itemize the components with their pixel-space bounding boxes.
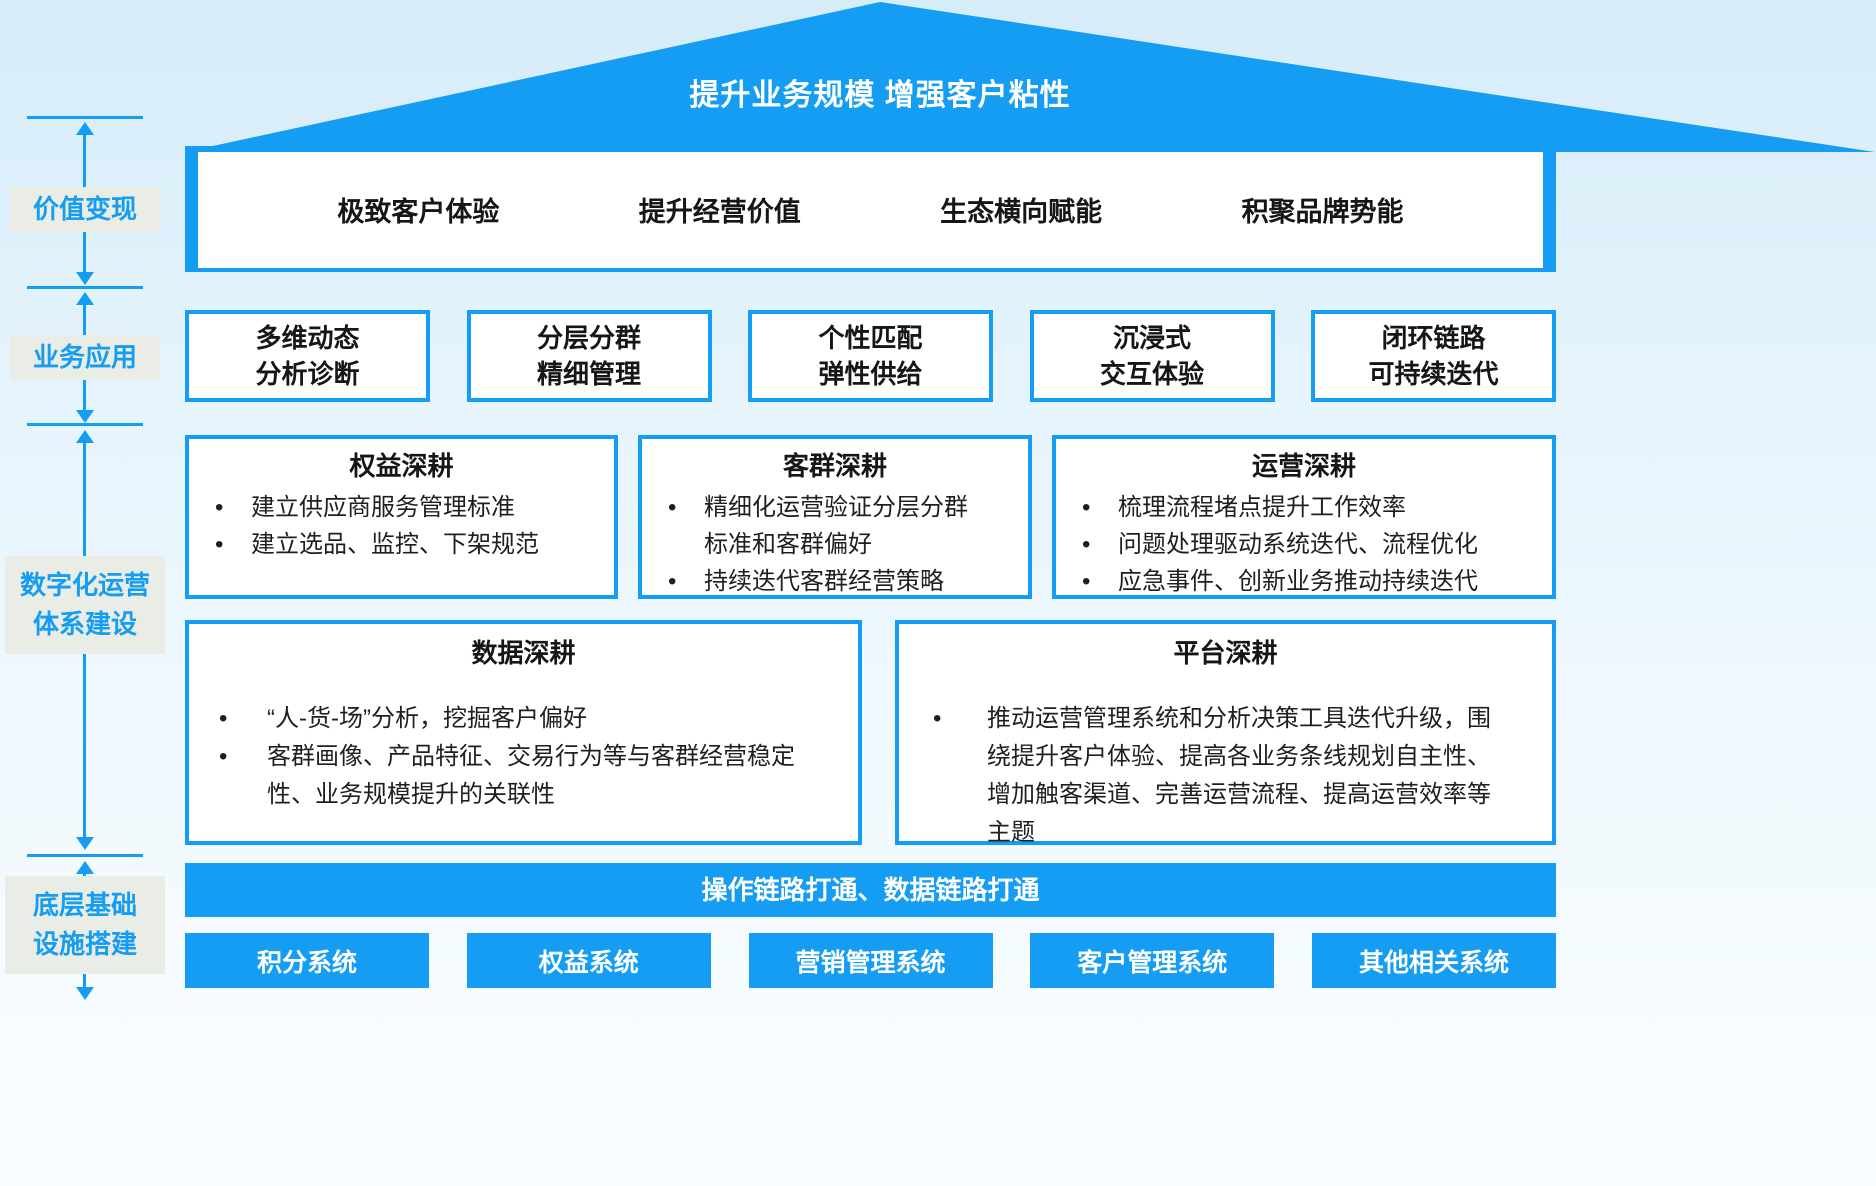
roof-title: 提升业务规模 增强客户粘性 [689, 79, 1071, 112]
app-box: 多维动态 分析诊断 [185, 310, 430, 402]
app-box: 闭环链路 可持续迭代 [1311, 310, 1556, 402]
app-box: 沉浸式 交互体验 [1029, 310, 1275, 402]
arrow-down-icon [75, 837, 94, 850]
system-box-marketing: 营销管理系统 [748, 933, 993, 988]
bullet-item: 推动运营管理系统和分析决策工具迭代升级，围绕提升客户体验、提高各业务条线规划自主… [899, 700, 1552, 852]
arrow-down-icon [75, 410, 94, 423]
cultivation-box-data: 数据深耕 “人-货-场”分析，挖掘客户偏好 客群画像、产品特征、交易行为等与客群… [185, 620, 862, 845]
rail-label-digital-operations: 数字化运营 体系建设 [5, 556, 165, 654]
main-content: 极致客户体验 提升经营价值 生态横向赋能 积聚品牌势能 多维动态 分析诊断 分层… [185, 0, 1556, 1186]
arrow-down-icon [75, 272, 94, 285]
rail-label-value-realization: 价值变现 [10, 187, 160, 232]
bullet-list: “人-货-场”分析，挖掘客户偏好 客群画像、产品特征、交易行为等与客群经营稳定性… [189, 700, 858, 814]
bullet-item: 持续迭代客群经营策略 [642, 563, 1028, 600]
systems-row: 积分系统 权益系统 营销管理系统 客户管理系统 其他相关系统 [185, 933, 1556, 988]
left-rail: 价值变现 业务应用 数字化运营 体系建设 底层基础 设施搭建 [0, 0, 180, 1186]
business-application-row: 多维动态 分析诊断 分层分群 精细管理 个性匹配 弹性供给 沉浸式 交互体验 闭… [185, 310, 1556, 402]
bullet-item: 客群画像、产品特征、交易行为等与客群经营稳定性、业务规模提升的关联性 [189, 738, 858, 814]
bullet-item: 建立供应商服务管理标准 [189, 489, 614, 526]
system-box-rights: 权益系统 [466, 933, 711, 988]
rail-divider [27, 116, 143, 119]
arrow-up-icon [75, 292, 94, 305]
rail-divider [27, 854, 143, 857]
bullet-item: “人-货-场”分析，挖掘客户偏好 [189, 700, 858, 738]
rail-label-foundation: 底层基础 设施搭建 [5, 876, 165, 974]
bullet-list: 梳理流程堵点提升工作效率 问题处理驱动系统迭代、流程优化 应急事件、创新业务推动… [1056, 489, 1552, 600]
app-box: 个性匹配 弹性供给 [748, 310, 993, 402]
cultivation-box-platform: 平台深耕 推动运营管理系统和分析决策工具迭代升级，围绕提升客户体验、提高各业务条… [895, 620, 1556, 846]
value-item: 提升经营价值 [638, 196, 801, 227]
box-title: 平台深耕 [1173, 638, 1278, 668]
value-item: 积聚品牌势能 [1241, 196, 1404, 227]
bullet-item: 梳理流程堵点提升工作效率 [1056, 489, 1552, 526]
system-box-customer: 客户管理系统 [1030, 933, 1275, 988]
value-item: 生态横向赋能 [940, 196, 1103, 227]
foundation-link-bar: 操作链路打通、数据链路打通 [185, 863, 1556, 917]
arrow-up-icon [75, 430, 94, 443]
bullet-list: 推动运营管理系统和分析决策工具迭代升级，围绕提升客户体验、提高各业务条线规划自主… [899, 700, 1552, 852]
bullet-item: 精细化运营验证分层分群标准和客群偏好 [642, 489, 1028, 563]
rail-divider [27, 423, 143, 426]
bullet-list: 精细化运营验证分层分群标准和客群偏好 持续迭代客群经营策略 [642, 489, 1028, 600]
roof-shape [185, 2, 1875, 152]
bullet-item: 应急事件、创新业务推动持续迭代 [1056, 563, 1552, 600]
bullet-list: 建立供应商服务管理标准 建立选品、监控、下架规范 [189, 489, 614, 563]
cultivation-box-rights: 权益深耕 建立供应商服务管理标准 建立选品、监控、下架规范 [185, 435, 618, 599]
box-title: 权益深耕 [349, 451, 454, 481]
arrow-up-icon [75, 861, 94, 874]
cultivation-box-operations: 运营深耕 梳理流程堵点提升工作效率 问题处理驱动系统迭代、流程优化 应急事件、创… [1052, 435, 1556, 600]
system-box-other: 其他相关系统 [1312, 933, 1556, 988]
rail-divider [27, 286, 143, 289]
value-item: 极致客户体验 [337, 196, 500, 227]
box-title: 客群深耕 [782, 451, 887, 481]
rail-label-business-application: 业务应用 [10, 335, 160, 380]
bullet-item: 问题处理驱动系统迭代、流程优化 [1056, 526, 1552, 563]
system-box-points: 积分系统 [185, 933, 429, 988]
app-box: 分层分群 精细管理 [466, 310, 712, 402]
arrow-up-icon [75, 122, 94, 135]
box-title: 数据深耕 [471, 638, 576, 668]
box-title: 运营深耕 [1251, 451, 1356, 481]
bullet-item: 建立选品、监控、下架规范 [189, 526, 614, 563]
arrow-down-icon [75, 987, 94, 1000]
cultivation-box-customer-groups: 客群深耕 精细化运营验证分层分群标准和客群偏好 持续迭代客群经营策略 [638, 435, 1032, 600]
value-realization-box: 极致客户体验 提升经营价值 生态横向赋能 积聚品牌势能 [185, 146, 1556, 272]
